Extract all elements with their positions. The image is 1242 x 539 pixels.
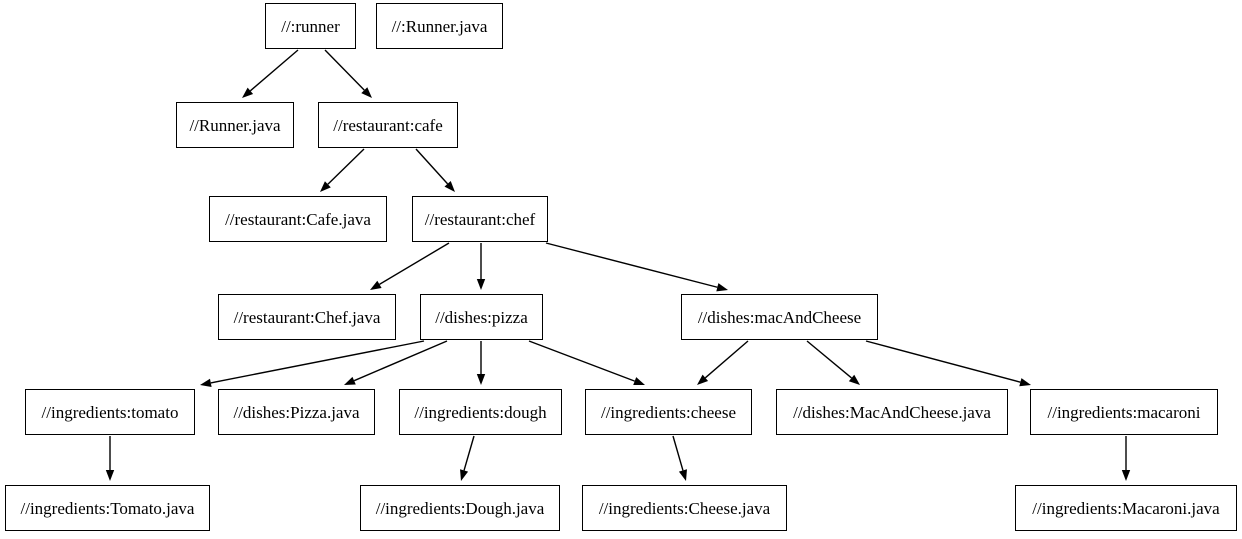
- graph-node-label: //ingredients:Cheese.java: [598, 498, 771, 518]
- graph-node-runner_java[interactable]: //Runner.java: [176, 102, 294, 148]
- graph-node-ingredients_dough[interactable]: //ingredients:dough: [399, 389, 562, 435]
- graph-node-restaurant_cafe[interactable]: //restaurant:cafe: [318, 102, 458, 148]
- graph-node-restaurant_cafe_java[interactable]: //restaurant:Cafe.java: [209, 196, 387, 242]
- graph-node-label: //:Runner.java: [391, 16, 488, 36]
- graph-node-label: //dishes:MacAndCheese.java: [793, 402, 991, 422]
- graph-node-ingredients_cheese_java[interactable]: //ingredients:Cheese.java: [582, 485, 787, 531]
- graph-node-label: //ingredients:Tomato.java: [20, 498, 195, 518]
- graph-node-label: //ingredients:Macaroni.java: [1032, 498, 1220, 518]
- graph-node-label: //dishes:Pizza.java: [233, 402, 360, 422]
- graph-node-label: //:runner: [281, 16, 340, 36]
- graph-node-dishes_pizza_java[interactable]: //dishes:Pizza.java: [218, 389, 375, 435]
- graph-node-label: //restaurant:chef: [424, 209, 536, 229]
- graph-node-label: //ingredients:tomato: [41, 402, 179, 422]
- graph-node-label: //ingredients:macaroni: [1047, 402, 1201, 422]
- graph-node-dishes_mac_java[interactable]: //dishes:MacAndCheese.java: [776, 389, 1008, 435]
- graph-node-label: //ingredients:dough: [414, 402, 547, 422]
- graph-node-runner[interactable]: //:runner: [265, 3, 356, 49]
- graph-node-label: //restaurant:Chef.java: [233, 307, 381, 327]
- graph-node-label: //Runner.java: [189, 115, 281, 135]
- graph-node-label: //restaurant:cafe: [333, 115, 443, 135]
- graph-node-ingredients_cheese[interactable]: //ingredients:cheese: [585, 389, 752, 435]
- graph-node-runner_java_root[interactable]: //:Runner.java: [376, 3, 503, 49]
- graph-node-label: //dishes:pizza: [435, 307, 528, 327]
- graph-node-label: //dishes:macAndCheese: [697, 307, 862, 327]
- graph-node-ingredients_macaroni[interactable]: //ingredients:macaroni: [1030, 389, 1218, 435]
- graph-node-label: //ingredients:cheese: [600, 402, 736, 422]
- graph-node-ingredients_tomato_java[interactable]: //ingredients:Tomato.java: [5, 485, 210, 531]
- graph-node-dishes_pizza[interactable]: //dishes:pizza: [420, 294, 543, 340]
- graph-node-label: //ingredients:Dough.java: [375, 498, 545, 518]
- graph-node-label: //restaurant:Cafe.java: [225, 209, 371, 229]
- graph-node-ingredients_dough_java[interactable]: //ingredients:Dough.java: [360, 485, 560, 531]
- graph-node-restaurant_chef_java[interactable]: //restaurant:Chef.java: [218, 294, 396, 340]
- graph-node-ingredients_tomato[interactable]: //ingredients:tomato: [25, 389, 195, 435]
- graph-node-dishes_macandcheese[interactable]: //dishes:macAndCheese: [681, 294, 878, 340]
- graph-node-restaurant_chef[interactable]: //restaurant:chef: [412, 196, 548, 242]
- graph-node-ingredients_macaroni_java[interactable]: //ingredients:Macaroni.java: [1015, 485, 1237, 531]
